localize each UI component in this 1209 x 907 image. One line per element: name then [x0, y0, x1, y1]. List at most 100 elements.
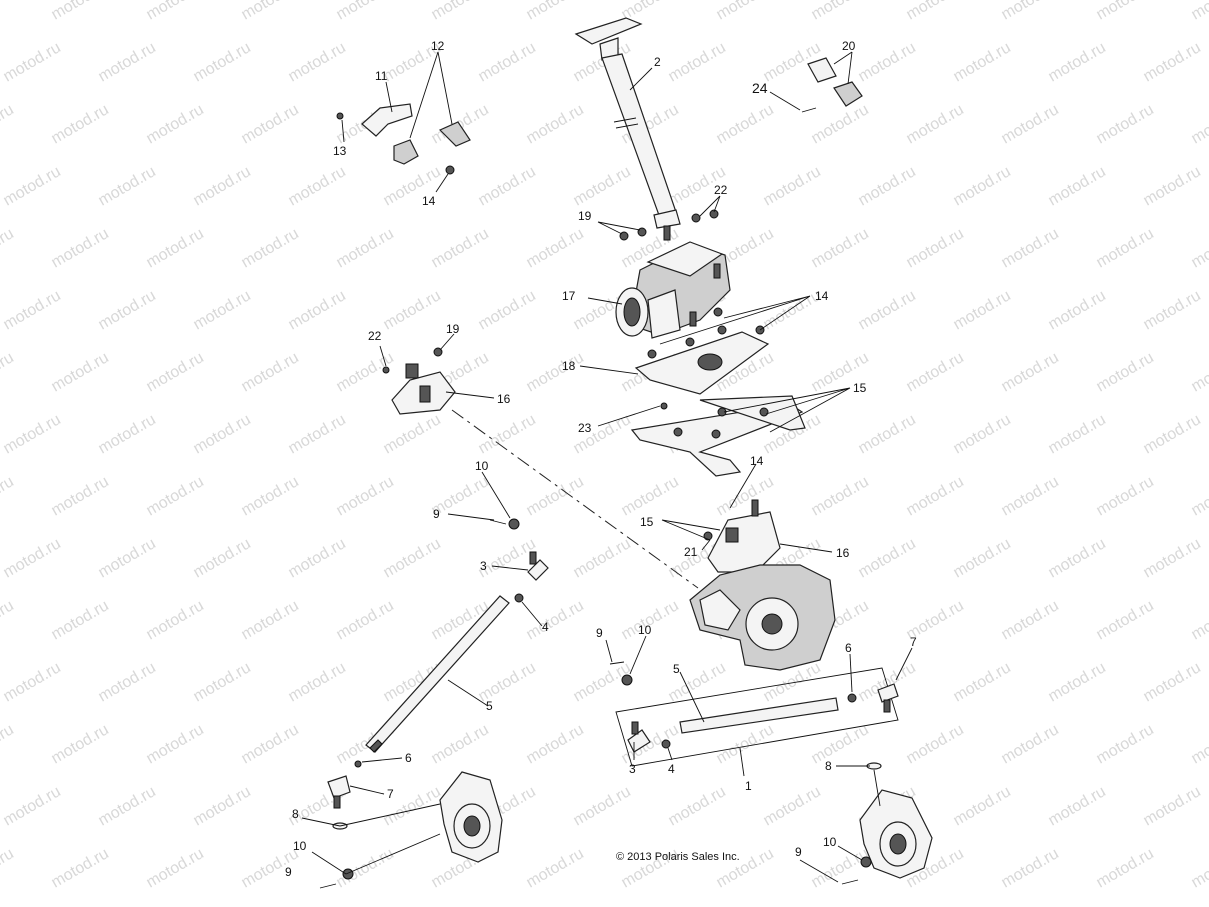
watermark-text: motod.ru — [334, 597, 397, 643]
callout-14b: 14 — [815, 289, 829, 303]
callout-16a: 16 — [497, 392, 511, 406]
watermark-text: motod.ru — [144, 473, 207, 519]
watermark-text: motod.ru — [334, 845, 397, 891]
watermark-text: motod.ru — [951, 783, 1014, 829]
callout-4a: 4 — [542, 620, 549, 634]
callout-14a: 14 — [422, 194, 436, 208]
watermark-text: motod.ru — [239, 0, 302, 23]
callout-8a: 8 — [292, 807, 299, 821]
watermark-text: motod.ru — [286, 535, 349, 581]
watermark-text: motod.ru — [1141, 39, 1204, 85]
watermark-text: motod.ru — [904, 0, 967, 23]
watermark-text: motod.ru — [191, 411, 254, 457]
watermark-text: motod.ru — [999, 0, 1062, 23]
watermark-text: motod.ru — [1046, 163, 1109, 209]
callout-9a: 9 — [433, 507, 440, 521]
watermark-text: motod.ru — [1141, 163, 1204, 209]
frame-bracket-part — [630, 395, 806, 477]
watermark-text: motod.ru — [1046, 411, 1109, 457]
watermark-text: motod.ru — [96, 287, 159, 333]
watermark-text: motod.ru — [524, 0, 587, 23]
watermark-text: motod.ru — [49, 225, 112, 271]
watermark-text: motod.ru — [144, 597, 207, 643]
watermark-text: motod.ru — [1141, 659, 1204, 705]
watermark-text: motod.ru — [381, 535, 444, 581]
watermark-text: motod.ru — [524, 597, 587, 643]
watermark-text: motod.ru — [0, 597, 17, 643]
watermark-text: motod.ru — [524, 349, 587, 395]
callout-20: 20 — [842, 39, 856, 53]
copyright-text: © 2013 Polaris Sales Inc. — [616, 851, 740, 863]
watermark-text: motod.ru — [191, 287, 254, 333]
watermark-text: motod.ru — [809, 845, 872, 891]
watermark-text: motod.ru — [666, 39, 729, 85]
callout-9b: 9 — [596, 626, 603, 640]
watermark-text: motod.ru — [144, 101, 207, 147]
knuckle-right-part — [859, 789, 933, 879]
watermark-text: motod.ru — [619, 473, 682, 519]
watermark-text: motod.ru — [809, 721, 872, 767]
callout-24: 24 — [752, 80, 768, 96]
watermark-text: motod.ru — [476, 39, 539, 85]
callout-10d: 10 — [823, 835, 837, 849]
knuckle-left-part — [439, 771, 503, 863]
watermark-text: motod.ru — [904, 473, 967, 519]
watermark-text: motod.ru — [49, 101, 112, 147]
watermark-text: motod.ru — [0, 225, 17, 271]
watermark-text: motod.ru — [999, 597, 1062, 643]
watermark-text: motod.ru — [1189, 721, 1209, 767]
watermark-text: motod.ru — [904, 225, 967, 271]
callout-7a: 7 — [387, 787, 394, 801]
watermark-text: motod.ru — [96, 659, 159, 705]
watermark-text: motod.ru — [334, 473, 397, 519]
clamp-parts — [361, 57, 863, 165]
callout-21: 21 — [684, 545, 698, 559]
watermark-text: motod.ru — [96, 535, 159, 581]
watermark-text: motod.ru — [1094, 473, 1157, 519]
watermark-text: motod.ru — [239, 721, 302, 767]
watermark-text: motod.ru — [96, 783, 159, 829]
watermark-text: motod.ru — [191, 659, 254, 705]
watermark-text: motod.ru — [571, 783, 634, 829]
watermark-text: motod.ru — [761, 783, 824, 829]
watermark-text: motod.ru — [239, 225, 302, 271]
callout-6b: 6 — [845, 641, 852, 655]
watermark-text: motod.ru — [144, 0, 207, 23]
steering-column-part — [574, 17, 681, 241]
watermark-text: motod.ru — [286, 287, 349, 333]
watermark-text: motod.ru — [951, 659, 1014, 705]
watermark-text: motod.ru — [666, 783, 729, 829]
bracket-left-part — [391, 363, 456, 415]
callout-11: 11 — [375, 69, 388, 83]
watermark-text: motod.ru — [1046, 659, 1109, 705]
watermark-text: motod.ru — [0, 0, 17, 23]
phantom-line — [451, 409, 699, 589]
callout-7b: 7 — [910, 635, 917, 649]
watermark-text: motod.ru — [904, 721, 967, 767]
watermark-text: motod.ru — [1, 287, 64, 333]
eps-unit-part — [615, 241, 731, 339]
watermark-text: motod.ru — [524, 473, 587, 519]
callout-5b: 5 — [673, 662, 680, 676]
watermark-text: motod.ru — [334, 225, 397, 271]
watermark-text: motod.ru — [951, 163, 1014, 209]
watermark-text: motod.ru — [809, 473, 872, 519]
watermark-text: motod.ru — [809, 225, 872, 271]
mounting-plate-part — [634, 325, 770, 395]
watermark-text: motod.ru — [951, 39, 1014, 85]
watermark-text: motod.ru — [144, 845, 207, 891]
callout-19b: 19 — [446, 322, 460, 336]
watermark-text: motod.ru — [49, 597, 112, 643]
callout-10c: 10 — [293, 839, 307, 853]
watermark-text: motod.ru — [0, 101, 17, 147]
watermark-text: motod.ru — [286, 659, 349, 705]
watermark-text: motod.ru — [96, 411, 159, 457]
watermark-text: motod.ru — [856, 411, 919, 457]
watermark-text: motod.ru — [1046, 535, 1109, 581]
watermark-text: motod.ru — [999, 721, 1062, 767]
watermark-text: motod.ru — [286, 163, 349, 209]
watermark-text: motod.ru — [49, 845, 112, 891]
watermark-text: motod.ru — [144, 349, 207, 395]
watermark-text: motod.ru — [191, 163, 254, 209]
watermark-text: motod.ru — [1141, 535, 1204, 581]
